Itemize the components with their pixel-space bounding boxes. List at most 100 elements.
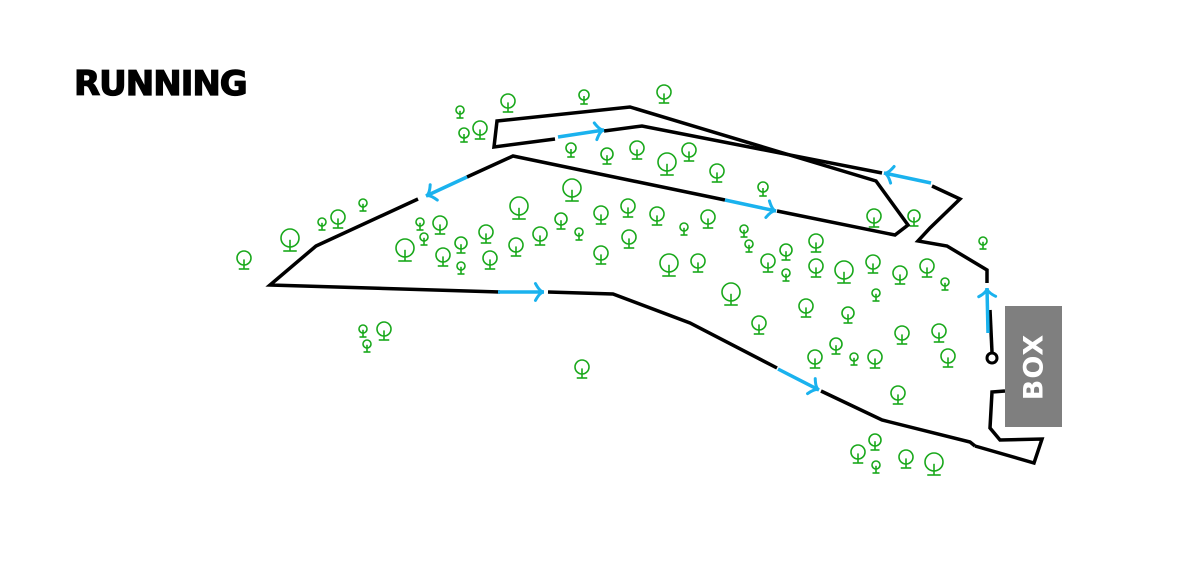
tree-icon xyxy=(931,323,947,343)
tree-icon xyxy=(435,247,451,267)
tree-icon xyxy=(236,250,252,270)
tree-icon xyxy=(849,352,859,366)
track-segment xyxy=(547,290,778,370)
track-segment xyxy=(914,184,989,283)
tree-icon xyxy=(924,452,944,476)
tree-icon xyxy=(892,265,908,285)
tree-icon xyxy=(940,277,950,291)
track-segment xyxy=(492,105,911,237)
tree-icon xyxy=(808,258,824,278)
tree-icon xyxy=(657,152,677,176)
tree-icon xyxy=(894,325,910,345)
track-segment xyxy=(466,154,726,202)
tree-icon xyxy=(656,84,672,104)
tree-icon xyxy=(739,224,749,238)
tree-icon xyxy=(574,227,584,241)
tree-icon xyxy=(478,224,494,244)
tree-icon xyxy=(751,315,767,335)
direction-arrow-icon xyxy=(777,367,820,396)
tree-icon xyxy=(593,245,609,265)
tree-icon xyxy=(679,222,689,236)
direction-arrow-icon xyxy=(977,287,998,334)
tree-icon xyxy=(509,196,529,220)
tree-icon xyxy=(865,254,881,274)
tree-icon xyxy=(455,105,465,119)
tree-icon xyxy=(709,163,725,183)
track-segment xyxy=(603,124,883,175)
tree-icon xyxy=(358,324,368,338)
tree-icon xyxy=(867,349,883,369)
tree-icon xyxy=(419,232,429,246)
tree-icon xyxy=(358,198,368,212)
tree-icon xyxy=(578,89,590,105)
tree-icon xyxy=(482,250,498,270)
trees-layer xyxy=(236,84,988,476)
arrows-layer xyxy=(425,121,998,396)
direction-arrow-icon xyxy=(498,282,545,302)
track-segment xyxy=(974,389,1045,466)
tree-icon xyxy=(376,321,392,341)
tree-icon xyxy=(721,282,741,306)
tree-icon xyxy=(866,208,882,228)
tree-icon xyxy=(744,239,754,253)
tree-icon xyxy=(779,243,793,261)
tree-icon xyxy=(978,236,988,250)
track-segment xyxy=(820,389,977,448)
tree-icon xyxy=(700,209,716,229)
tree-icon xyxy=(456,261,466,275)
tree-icon xyxy=(798,298,814,318)
tree-icon xyxy=(850,444,866,464)
tree-icon xyxy=(807,349,823,369)
tree-icon xyxy=(554,212,568,230)
direction-arrow-icon xyxy=(425,175,468,202)
tree-icon xyxy=(508,237,524,257)
start-marker-icon xyxy=(985,351,999,365)
tree-icon xyxy=(808,233,824,253)
tree-icon xyxy=(760,253,776,273)
tree-icon xyxy=(659,253,679,277)
tree-icon xyxy=(562,178,582,202)
tree-icon xyxy=(532,226,548,246)
direction-arrow-icon xyxy=(883,165,932,185)
track-segment xyxy=(988,309,994,353)
direction-arrow-icon xyxy=(557,121,605,142)
tree-icon xyxy=(781,268,791,282)
tree-icon xyxy=(621,229,637,249)
tree-icon xyxy=(681,142,697,162)
box-label: BOX xyxy=(1018,333,1049,400)
tree-icon xyxy=(432,215,448,235)
tree-icon xyxy=(280,228,300,252)
tree-icon xyxy=(841,306,855,324)
tree-icon xyxy=(458,127,470,143)
tree-icon xyxy=(620,198,636,218)
box-area: BOX xyxy=(1005,306,1062,427)
tree-icon xyxy=(919,258,935,278)
tree-icon xyxy=(600,147,614,165)
tree-icon xyxy=(898,449,914,469)
tree-icon xyxy=(649,206,665,226)
track-layer xyxy=(265,105,1045,466)
tree-icon xyxy=(871,288,881,302)
tree-icon xyxy=(907,209,921,227)
tree-icon xyxy=(871,460,881,474)
tree-icon xyxy=(574,359,590,379)
tree-icon xyxy=(415,217,425,231)
tree-icon xyxy=(330,209,346,229)
map-title: RUNNING xyxy=(73,63,248,104)
tree-icon xyxy=(500,93,516,113)
tree-icon xyxy=(834,260,854,284)
tree-icon xyxy=(890,385,906,405)
tree-icon xyxy=(362,339,372,353)
tree-icon xyxy=(757,181,769,197)
direction-arrow-icon xyxy=(724,198,777,219)
tree-icon xyxy=(317,217,327,231)
tree-icon xyxy=(565,142,577,158)
tree-icon xyxy=(829,337,843,355)
tree-icon xyxy=(454,236,468,254)
tree-icon xyxy=(940,348,956,368)
track-segment xyxy=(265,197,501,294)
tree-icon xyxy=(593,205,609,225)
tree-icon xyxy=(868,433,882,451)
